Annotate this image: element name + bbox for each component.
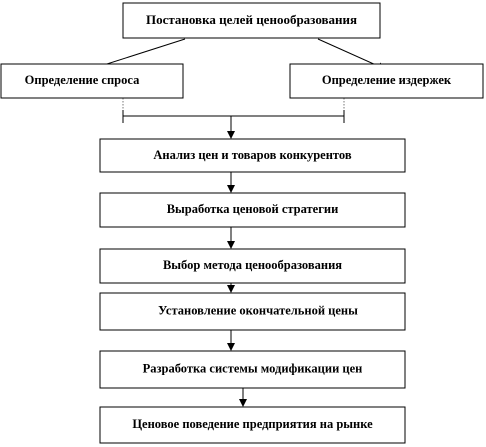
step-4-label: Установление окончательной цены	[158, 303, 358, 317]
step-box-4: Установление окончательной цены	[99, 292, 406, 331]
step-box-2: Выработка ценовой стратегии	[99, 192, 406, 228]
step-1-label: Анализ цен и товаров конкурентов	[153, 148, 351, 162]
step-box-1: Анализ цен и товаров конкурентов	[99, 138, 406, 173]
step-2-label: Выработка ценовой стратегии	[167, 202, 339, 216]
costs-box: Определение издержек	[289, 63, 484, 99]
step-3-label: Выбор метода ценообразования	[163, 258, 342, 272]
step-box-6: Ценовое поведение предприятия на рынке	[99, 406, 406, 444]
demand-box: Определение спроса	[0, 63, 184, 99]
costs-box-label: Определение издержек	[322, 73, 452, 87]
step-box-5: Разработка системы модификации цен	[99, 350, 406, 389]
goals-box: Постановка целей ценообразования	[122, 2, 381, 39]
goals-box-label: Постановка целей ценообразования	[146, 12, 357, 27]
step-6-label: Ценовое поведение предприятия на рынке	[132, 417, 373, 431]
demand-box-label: Определение спроса	[25, 73, 140, 87]
step-5-label: Разработка системы модификации цен	[143, 361, 363, 375]
step-box-3: Выбор метода ценообразования	[99, 248, 406, 284]
